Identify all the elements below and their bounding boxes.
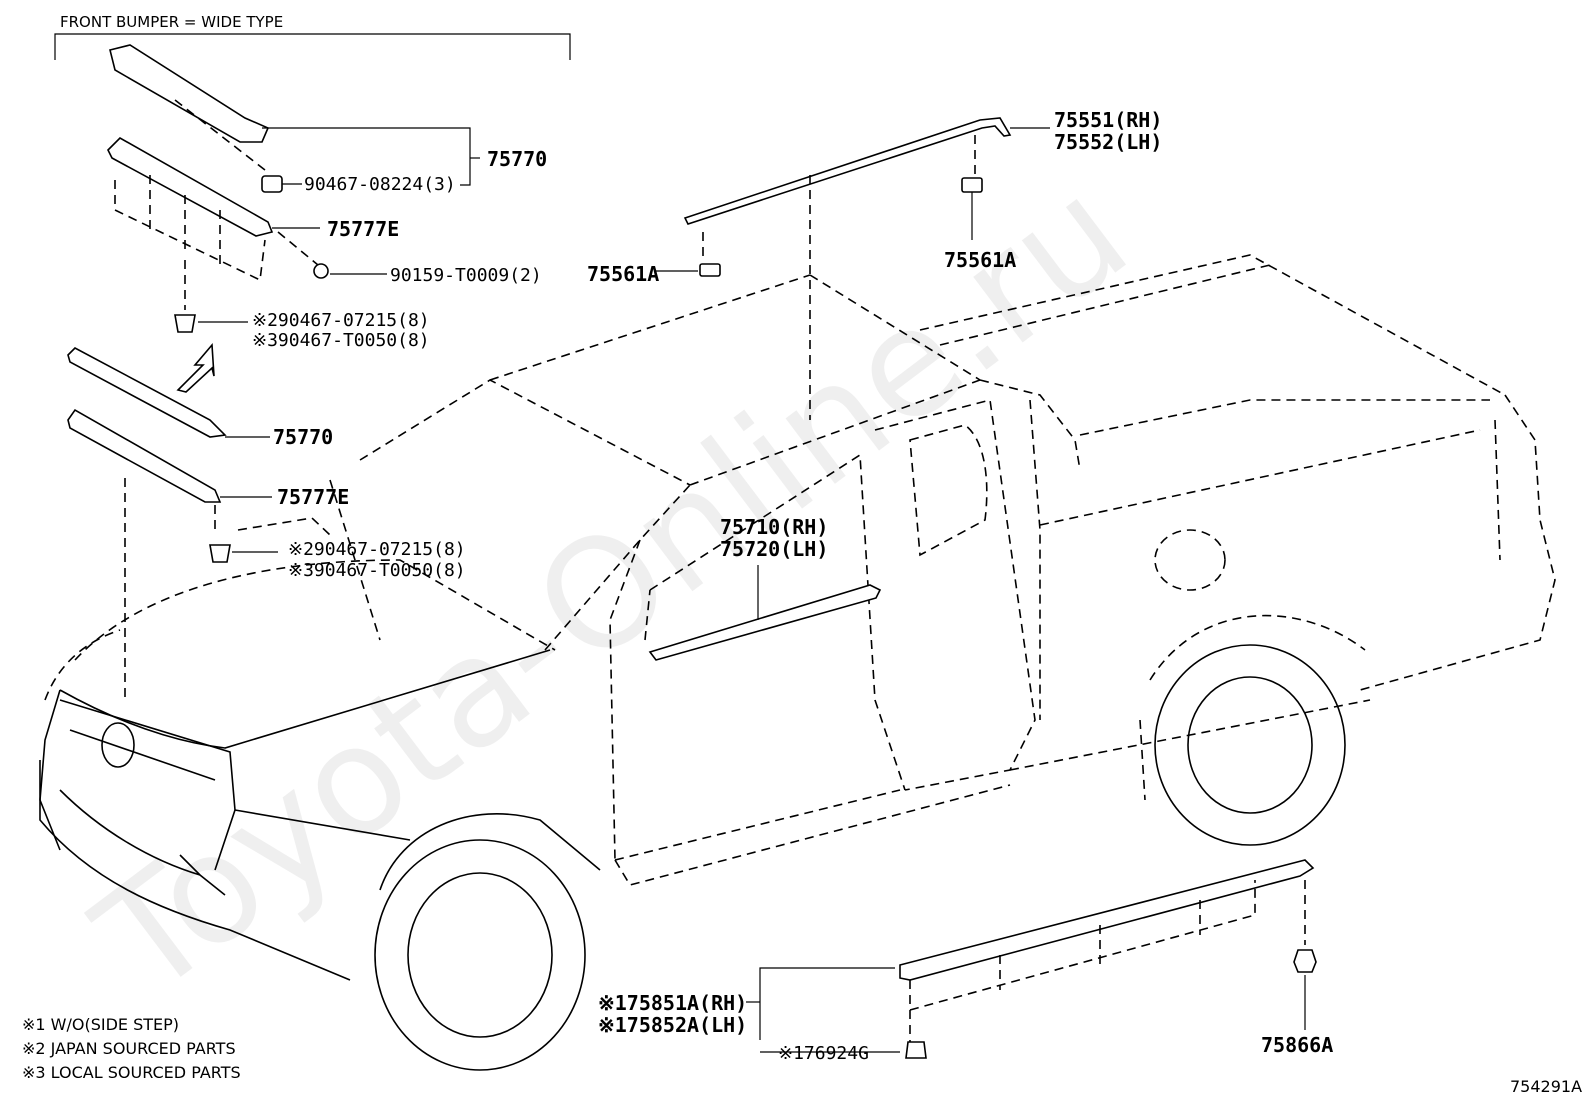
- label-90159-T0009[interactable]: 90159-T0009(2): [390, 265, 542, 286]
- label-75552-lh[interactable]: 75552(LH): [1054, 130, 1162, 154]
- footnote-3: ※3 LOCAL SOURCED PARTS: [22, 1063, 241, 1082]
- label-75551-rh[interactable]: 75551(RH): [1054, 108, 1162, 132]
- roof-clip-icon-2[interactable]: [699, 263, 721, 277]
- truck-illustration: [39, 254, 1556, 1071]
- label-75777E-top[interactable]: 75777E: [327, 217, 399, 241]
- footnote-1: ※1 W/O(SIDE STEP): [22, 1015, 179, 1034]
- label-75777E-bottom[interactable]: 75777E: [277, 485, 349, 509]
- label-clip-a-bottom[interactable]: ※290467-07215(8): [288, 539, 466, 560]
- label-75852A-lh[interactable]: ※175852A(LH): [598, 1013, 747, 1037]
- roof-clip-icon[interactable]: [961, 177, 983, 193]
- bumper-garnish-part-2[interactable]: [67, 347, 227, 438]
- label-75720-lh[interactable]: 75720(LH): [720, 537, 828, 561]
- front-bumper-group: FRONT BUMPER = WIDE TYPE: [54, 13, 571, 700]
- label-76924G[interactable]: ※176924G: [778, 1043, 869, 1064]
- retainer-part-2[interactable]: [67, 408, 222, 503]
- label-75770-bottom[interactable]: 75770: [273, 425, 333, 449]
- label-75561A-left[interactable]: 75561A: [587, 262, 659, 286]
- push-clip-icon-2[interactable]: [209, 544, 231, 563]
- footnote-2: ※2 JAPAN SOURCED PARTS: [22, 1039, 236, 1058]
- label-clip-b-top[interactable]: ※390467-T0050(8): [252, 330, 430, 351]
- group-bracket: [54, 33, 571, 60]
- label-75561A-right[interactable]: 75561A: [944, 248, 1016, 272]
- group-header: FRONT BUMPER = WIDE TYPE: [60, 13, 283, 31]
- arrow-icon: [176, 342, 215, 393]
- rocker-moulding-group: [746, 859, 1317, 1059]
- label-75710-rh[interactable]: 75710(RH): [720, 515, 828, 539]
- push-clip-icon[interactable]: [174, 314, 196, 333]
- figure-id: 754291A: [1510, 1077, 1582, 1096]
- label-75770-top[interactable]: 75770: [487, 147, 547, 171]
- door-moulding-part[interactable]: [648, 584, 882, 661]
- roof-moulding-part[interactable]: [683, 117, 1012, 225]
- label-clip-b-bottom[interactable]: ※390467-T0050(8): [288, 560, 466, 581]
- screw-icon[interactable]: [313, 263, 329, 279]
- rocker-moulding-part[interactable]: [899, 859, 1315, 981]
- footnotes: ※1 W/O(SIDE STEP) ※2 JAPAN SOURCED PARTS…: [22, 1015, 241, 1082]
- bumper-garnish-part[interactable]: [109, 44, 270, 143]
- roof-moulding-group: [656, 117, 1050, 420]
- retainer-part[interactable]: [107, 137, 274, 237]
- nut-icon[interactable]: [1293, 949, 1317, 973]
- door-moulding-group: [648, 565, 882, 661]
- clip-bolt-icon[interactable]: [261, 175, 283, 193]
- rocker-clip-icon[interactable]: [905, 1041, 927, 1059]
- label-clip-a-top[interactable]: ※290467-07215(8): [252, 310, 430, 331]
- leader-75770: [262, 127, 471, 186]
- label-75851A-rh[interactable]: ※175851A(RH): [598, 991, 747, 1015]
- label-75866A[interactable]: 75866A: [1261, 1033, 1333, 1057]
- label-90467-08224[interactable]: 90467-08224(3): [304, 174, 456, 195]
